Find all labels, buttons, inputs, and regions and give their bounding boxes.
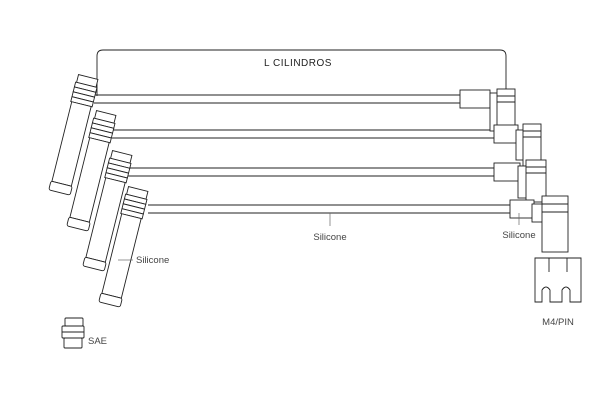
cable-2 [112, 129, 496, 139]
coil-boot-1 [459, 88, 516, 132]
silicone-right-label: Silicone [502, 230, 535, 241]
silicone-center-label: Silicone [313, 232, 346, 243]
plug-boot-3 [82, 150, 133, 272]
cable-4 [148, 204, 512, 214]
silicone-left-label: Silicone [136, 255, 169, 266]
plug-boot-1 [48, 74, 99, 196]
sae-label: SAE [88, 336, 107, 347]
sae-terminal [61, 317, 85, 349]
cable-1 [94, 94, 462, 104]
coil-boot-3 [493, 159, 547, 203]
cable-3 [126, 167, 496, 177]
m4-pin-terminal [534, 257, 582, 303]
length-label: L CILINDROS [264, 58, 332, 69]
coil-boot-4 [509, 195, 569, 253]
plug-boot-2 [66, 110, 117, 232]
plug-boot-4 [98, 186, 149, 308]
m4-pin-label: M4/PIN [542, 317, 574, 328]
length-dimension-bracket [96, 49, 507, 96]
coil-boot-2 [493, 123, 542, 167]
